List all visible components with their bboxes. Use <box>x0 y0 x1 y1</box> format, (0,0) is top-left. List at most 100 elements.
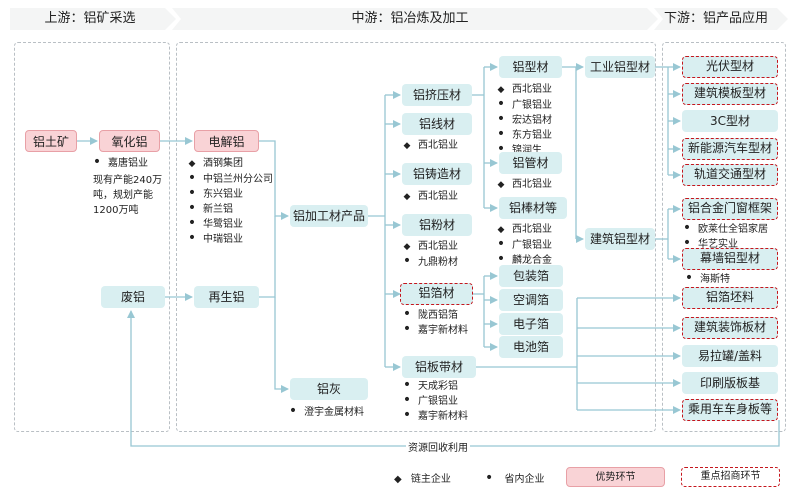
enterprise-name: 广银铝业 <box>512 240 552 251</box>
alumina-capacity-note: 现有产能240万 吨，规划产能 1200万吨 <box>93 173 162 218</box>
dot-icon: • <box>485 470 494 486</box>
enterprise-name: 麟龙合金 <box>512 255 552 266</box>
node-vehicle-body: 乘用车车身板等 <box>682 399 778 421</box>
casting-enterprise-list: ◆ 西北铝业 <box>400 189 458 205</box>
dot-icon: • <box>402 253 412 269</box>
node-tube: 铝管材 <box>499 152 562 174</box>
dot-icon: • <box>402 407 412 423</box>
tube-enterprise-list: ◆西北铝业 <box>494 177 552 193</box>
diamond-icon: ◆ <box>394 474 402 485</box>
enterprise-list-item: ◆ 西北铝业 <box>400 189 458 205</box>
dot-icon: • <box>496 96 506 112</box>
enterprise-name: 海斯特 <box>700 274 730 285</box>
alumina-note-line-3: 1200万吨 <box>93 205 139 216</box>
node-bauxite: 铝土矿 <box>25 130 77 152</box>
diamond-icon: ◆ <box>497 85 505 95</box>
recycle-label: 资源回收利用 <box>406 439 470 454</box>
legend-provincial-label: 省内企业 <box>504 474 545 485</box>
node-powder: 铝粉材 <box>402 214 472 236</box>
enterprise-list-item: ◆西北铝业 <box>400 239 458 255</box>
node-bar: 铝棒材等 <box>499 197 567 219</box>
dot-icon: • <box>682 235 692 251</box>
enterprise-list-item: • 广银铝业 <box>494 96 552 113</box>
dot-icon: • <box>496 111 506 127</box>
window-enterprise-list: •欧莱仕全铝家居•华艺实业 <box>680 220 768 252</box>
legend-key: 重点招商环节 <box>681 467 780 487</box>
legend-chain-lead-label: 链主企业 <box>410 474 451 485</box>
dot-icon: • <box>288 403 298 419</box>
node-industrial-profile: 工业铝型材 <box>585 56 655 78</box>
node-window-frame: 铝合金门窗框架 <box>682 198 778 220</box>
foil-enterprise-list: •陇西铝箔•嘉宇新材料 <box>400 307 468 338</box>
dot-icon: • <box>402 377 412 393</box>
enterprise-name: 嘉宇新材料 <box>418 325 468 336</box>
node-acfoil: 空调箔 <box>499 289 563 311</box>
dot-icon: • <box>187 185 197 201</box>
enterprise-name: 酒钢集团 <box>203 158 243 169</box>
node-can-stock: 易拉罐/盖料 <box>682 345 778 367</box>
enterprise-list-item: • 澄宇金属材料 <box>286 403 364 420</box>
dross-enterprise-list: • 澄宇金属材料 <box>286 403 364 420</box>
enterprise-name: 澄宇金属材料 <box>304 407 364 418</box>
enterprise-list-item: •锦润生 <box>494 142 552 158</box>
profile-enterprise-list: ◆西北铝业•广银铝业•宏达铝材•东方铝业•锦润生 <box>494 82 552 158</box>
stage-header-midstream: 中游：铝冶炼及加工 <box>172 8 658 30</box>
wire-enterprise-list: ◆西北铝业 <box>400 138 458 154</box>
electrolytic-enterprise-list: ◆酒钢集团•中铝兰州分公司•东兴铝业•新兰铝•华鹭铝业•中瑞铝业 <box>185 156 273 247</box>
enterprise-name: 欧莱仕全铝家居 <box>698 224 768 235</box>
dot-icon: • <box>496 251 506 267</box>
node-elecfoil: 电子箔 <box>499 313 563 335</box>
enterprise-list-item: •海斯特 <box>682 271 730 287</box>
enterprise-name: 嘉宇新材料 <box>418 411 468 422</box>
node-pv-profile: 光伏型材 <box>682 56 778 78</box>
enterprise-list-item: • 嘉宇新材料 <box>400 407 468 424</box>
enterprise-list-item: ◆西北铝业 <box>494 222 552 238</box>
node-packfoil: 包装箔 <box>499 265 563 287</box>
enterprise-name: 天成彩铝 <box>418 381 458 392</box>
enterprise-list-item: •新兰铝 <box>185 200 273 217</box>
legend-advantage: 优势环节 <box>566 467 665 487</box>
enterprise-name: 西北铝业 <box>418 140 458 151</box>
node-formwork-profile: 建筑模板型材 <box>682 83 778 105</box>
node-decor-plate: 建筑装饰板材 <box>682 317 778 339</box>
enterprise-name: 宏达铝材 <box>512 115 552 126</box>
enterprise-list-item: •广银铝业 <box>494 237 552 253</box>
node-building-profile: 建筑铝型材 <box>585 228 655 250</box>
node-processed: 铝加工材产品 <box>290 205 368 227</box>
enterprise-name: 中铝兰州分公司 <box>203 174 273 185</box>
legend-chain-lead: ◆ 链主企业 <box>394 470 451 485</box>
node-alumina: 氧化铝 <box>99 130 160 152</box>
enterprise-list-item: •华鹭铝业 <box>185 216 273 232</box>
upstream-panel <box>14 42 170 432</box>
enterprise-name: 广银铝业 <box>512 100 552 111</box>
node-casting: 铝铸造材 <box>402 163 472 185</box>
enterprise-name: 西北铝业 <box>418 241 458 252</box>
enterprise-name: 西北铝业 <box>512 224 552 235</box>
dot-icon: • <box>187 230 197 246</box>
dot-icon: • <box>402 392 412 408</box>
enterprise-name: 九鼎粉材 <box>418 257 458 268</box>
enterprise-list-item: ◆酒钢集团 <box>185 156 273 172</box>
node-rail-profile: 轨道交通型材 <box>682 164 778 186</box>
stage-header-downstream: 下游：铝产品应用 <box>654 8 788 30</box>
bar-enterprise-list: ◆西北铝业•广银铝业• 麟龙合金 <box>494 222 552 268</box>
diamond-icon: ◆ <box>403 192 411 202</box>
enterprise-list-item: • 宏达铝材 <box>494 111 552 128</box>
enterprise-list-item: •嘉唐铝业 <box>90 155 148 171</box>
node-plate: 铝板带材 <box>402 356 476 378</box>
enterprise-name: 西北铝业 <box>512 179 552 190</box>
dot-icon: • <box>187 200 197 216</box>
node-3c-profile: 3C型材 <box>682 110 778 132</box>
alumina-note-line-1: 现有产能240万 <box>93 175 163 186</box>
enterprise-list-item: ◆西北铝业 <box>494 82 552 98</box>
node-extruded: 铝挤压材 <box>402 84 472 106</box>
enterprise-name: 西北铝业 <box>418 191 458 202</box>
enterprise-list-item: •东兴铝业 <box>185 185 273 202</box>
enterprise-list-item: • 麟龙合金 <box>494 251 552 268</box>
node-batfoil: 电池箔 <box>499 336 563 358</box>
plate-enterprise-list: •天成彩铝•广银铝业•嘉宇新材料 <box>400 377 468 424</box>
node-scrap: 废铝 <box>101 286 165 308</box>
node-wire: 铝线材 <box>402 113 472 135</box>
dot-icon: • <box>682 220 692 236</box>
enterprise-list-item: •中铝兰州分公司 <box>185 171 273 187</box>
